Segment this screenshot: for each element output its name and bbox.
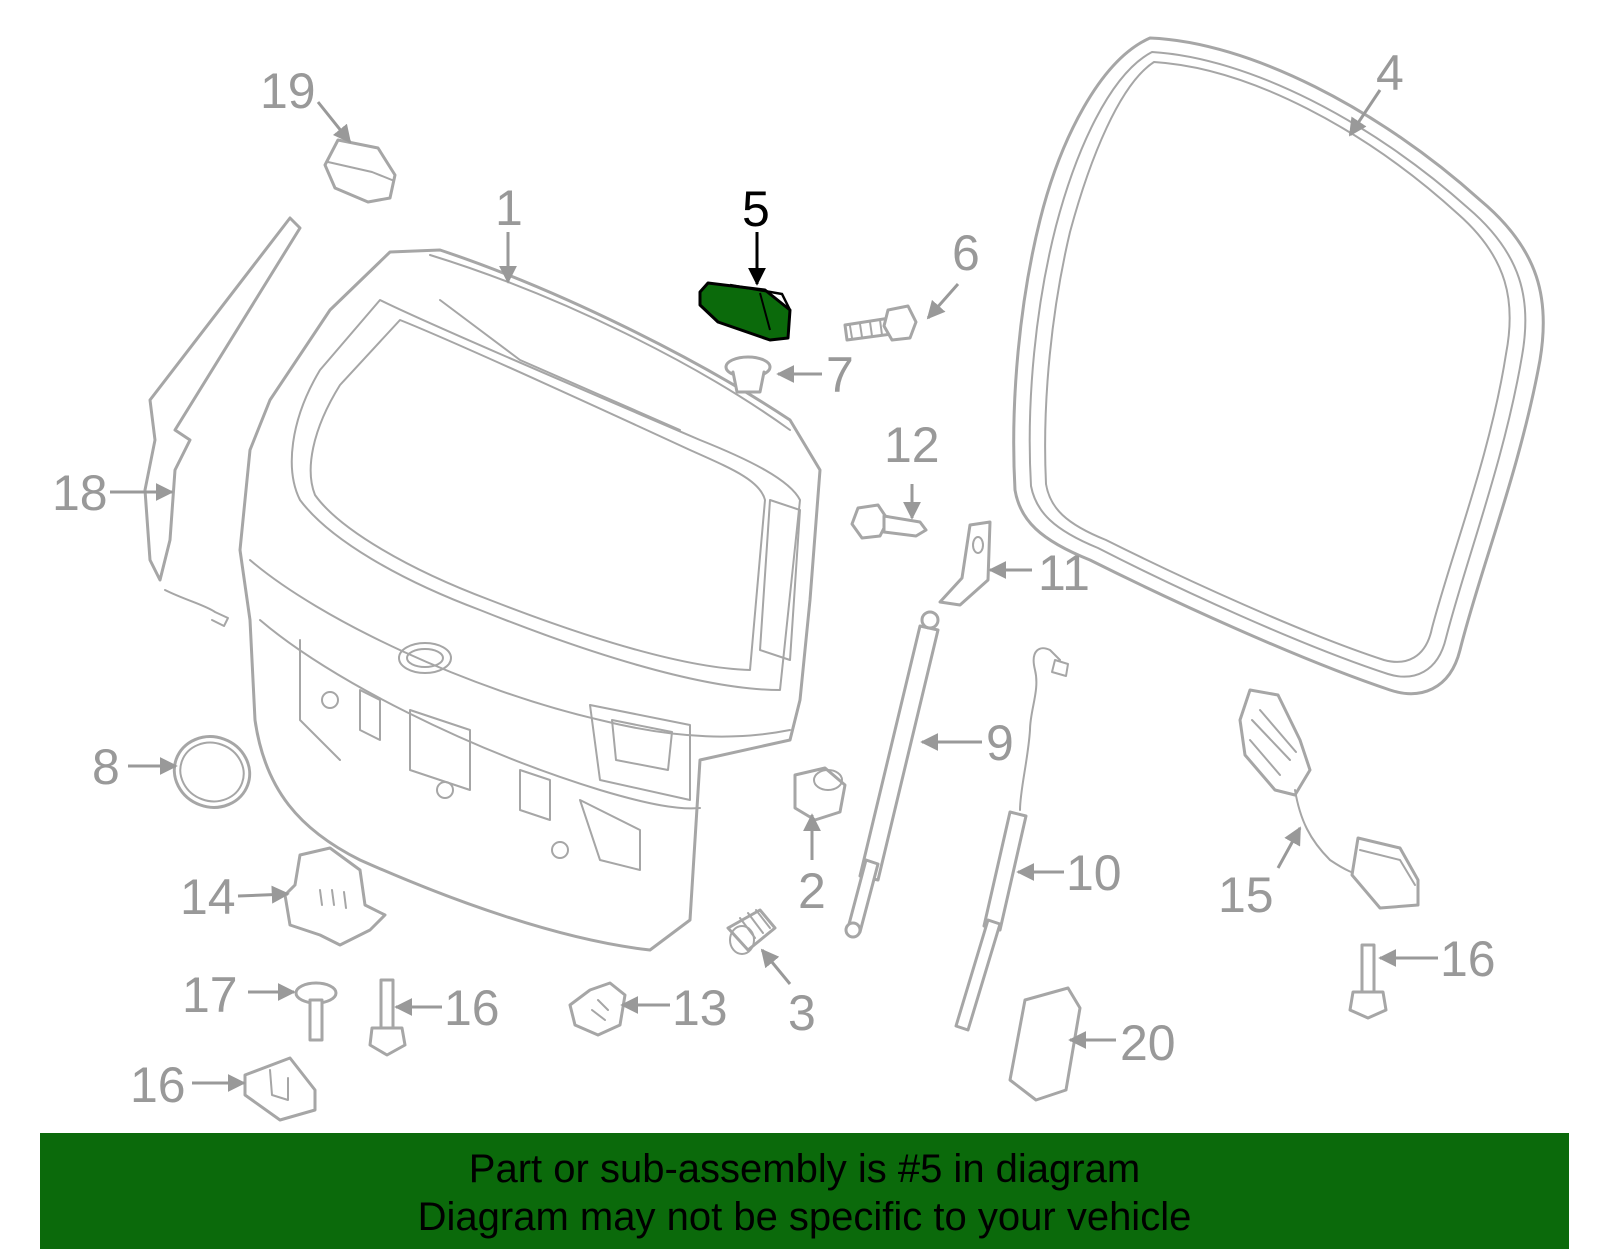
callout-19: 18 xyxy=(52,465,108,521)
bumper-part-3 xyxy=(726,908,777,955)
callout-18: 17 xyxy=(182,967,238,1023)
callout-16-right: 16 xyxy=(1440,931,1496,987)
bumper-part-2 xyxy=(793,766,847,822)
latch-actuator-part-15 xyxy=(1238,688,1420,910)
highlighted-part-5 xyxy=(698,281,792,342)
fastener-part-18 xyxy=(294,981,338,1042)
bracket-part-11 xyxy=(938,520,992,607)
callout-3: 3 xyxy=(788,985,816,1041)
callout-10: 10 xyxy=(1066,845,1122,901)
callout-1: 1 xyxy=(495,180,523,236)
callout-15: 15 xyxy=(1218,867,1274,923)
power-strut-part-10 xyxy=(954,647,1069,1032)
callout-9: 9 xyxy=(986,715,1014,771)
callout-21: 20 xyxy=(1120,1015,1176,1071)
striker-part-17 xyxy=(243,1056,317,1122)
pad-part-21 xyxy=(1008,986,1082,1102)
callout-5: 5 xyxy=(742,181,770,237)
bolt-part-16-right xyxy=(1348,943,1388,1020)
cap-part-20 xyxy=(323,138,397,204)
callout-20: 19 xyxy=(260,63,316,119)
clip-part-13 xyxy=(568,981,627,1037)
callout-8: 8 xyxy=(92,739,120,795)
callout-11: 11 xyxy=(1038,545,1090,601)
bolt-part-6 xyxy=(843,304,918,342)
nut-part-7 xyxy=(724,355,772,394)
callout-labels: 19 1 5 6 4 7 12 11 18 9 8 2 10 15 14 3 1… xyxy=(52,45,1496,1113)
leader-lines xyxy=(110,89,1438,1092)
info-banner: Part or sub-assembly is #5 in diagram Di… xyxy=(40,1133,1569,1249)
banner-line-part: Part or sub-assembly is #5 in diagram xyxy=(468,1147,1141,1191)
callout-6: 6 xyxy=(952,225,980,281)
callout-7: 7 xyxy=(826,347,854,403)
weatherstrip-seal-part xyxy=(1012,36,1545,696)
callout-12: 12 xyxy=(884,417,940,473)
grommet-part-8 xyxy=(172,735,252,809)
banner-line-disclaimer: Diagram may not be specific to your vehi… xyxy=(417,1195,1192,1239)
callout-4: 4 xyxy=(1376,45,1404,101)
bolt-part-16-left xyxy=(368,978,407,1057)
harness-strip-part-19 xyxy=(143,216,302,627)
callout-16-left: 16 xyxy=(444,980,500,1036)
liftgate-panel-part xyxy=(238,248,822,952)
callout-14: 14 xyxy=(180,869,236,925)
bracket-plate-part-14 xyxy=(283,846,387,947)
callout-17: 16 xyxy=(130,1057,186,1113)
callout-2: 2 xyxy=(798,863,826,919)
gas-strut-part-9 xyxy=(844,610,940,939)
bolt-part-12 xyxy=(850,503,928,540)
callout-13: 13 xyxy=(672,980,728,1036)
